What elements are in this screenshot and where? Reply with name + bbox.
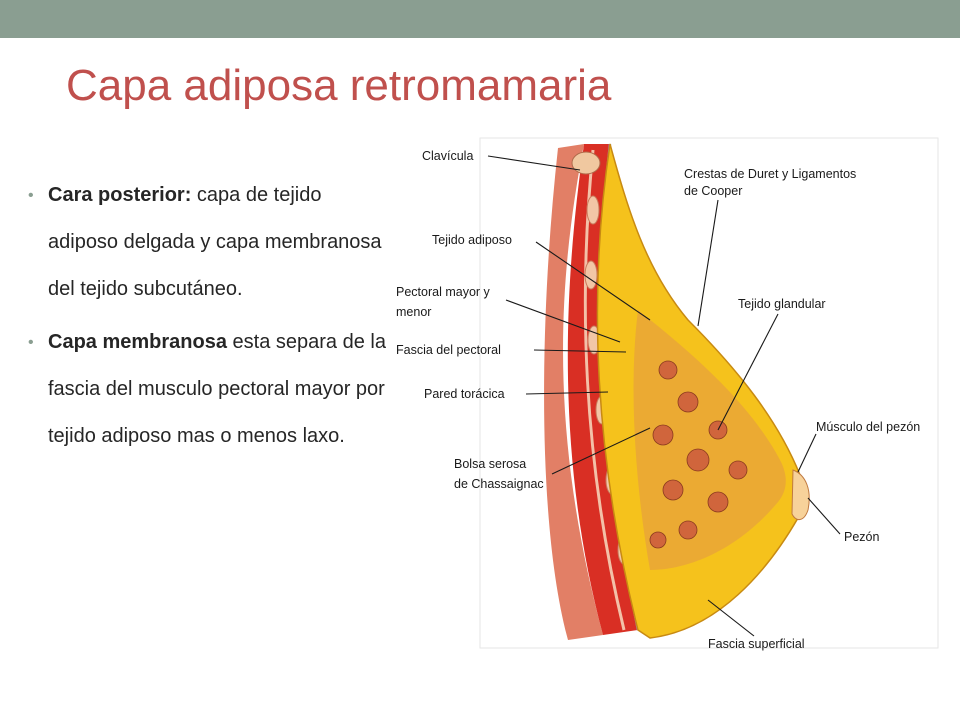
clavicle-shape	[571, 151, 601, 175]
lobule	[686, 448, 710, 472]
label-musculo-pezon: Músculo del pezón	[816, 420, 920, 434]
leader-fascia-pectoral	[533, 349, 627, 353]
label-bolsa-line1: Bolsa serosa	[454, 457, 526, 471]
lobule	[662, 479, 684, 501]
rib	[586, 195, 600, 225]
leader-pared-toracica	[525, 391, 609, 395]
leader-clavicula	[487, 155, 581, 171]
top-accent-band	[0, 0, 960, 38]
leader-crestas	[697, 199, 719, 327]
label-bolsa-line2: de Chassaignac	[454, 477, 544, 491]
label-crestas-line1: Crestas de Duret y Ligamentos	[684, 167, 856, 181]
slide-title: Capa adiposa retromamaria	[66, 61, 612, 110]
breast-anatomy-diagram: Clavícula Crestas de Duret y Ligamentos …	[396, 137, 939, 651]
bullet-dot-icon: •	[28, 334, 34, 351]
label-crestas-line2: de Cooper	[684, 184, 742, 198]
bullet-cara-posterior: • Cara posterior: capa de tejido adiposo…	[28, 172, 390, 313]
leader-tejido-adiposo	[535, 241, 651, 321]
label-pared-toracica: Pared torácica	[424, 387, 505, 401]
bullet-text: capa de tejido adiposo delgada y capa me…	[48, 184, 382, 300]
lobule	[707, 491, 729, 513]
lobule	[728, 460, 748, 480]
leader-fascia-superficial	[707, 599, 755, 637]
leader-pezon	[807, 497, 841, 535]
lobule	[652, 424, 674, 446]
rib	[584, 260, 598, 290]
leader-tejido-glandular	[717, 313, 779, 431]
label-clavicula: Clavícula	[422, 149, 473, 163]
bullet-lead: Cara posterior:	[48, 184, 192, 206]
leader-musculo-pezon	[797, 433, 817, 473]
bullet-list: • Cara posterior: capa de tejido adiposo…	[28, 172, 390, 466]
lobule	[677, 391, 699, 413]
leader-pectoral	[505, 299, 621, 343]
label-fascia-pectoral: Fascia del pectoral	[396, 343, 501, 357]
lobule	[649, 531, 667, 549]
nipple-shape	[791, 469, 810, 520]
label-pectoral-line2: menor	[396, 305, 431, 319]
lobule	[658, 360, 678, 380]
bullet-lead: Capa membranosa	[48, 331, 227, 353]
bullet-text: esta separa de la fascia del musculo pec…	[48, 331, 386, 447]
gland-lobules	[649, 360, 748, 549]
chest-wall-tissue	[544, 144, 603, 640]
label-pectoral-line1: Pectoral mayor y	[396, 285, 491, 299]
bullet-capa-membranosa: • Capa membranosa esta separa de la fasc…	[28, 319, 390, 460]
label-tejido-glandular: Tejido glandular	[738, 297, 826, 311]
label-fascia-superficial: Fascia superficial	[708, 637, 805, 651]
label-tejido-adiposo: Tejido adiposo	[432, 233, 512, 247]
breast-anatomy-figure: Clavícula Crestas de Duret y Ligamentos …	[388, 130, 954, 660]
leader-bolsa	[551, 427, 651, 475]
bullet-dot-icon: •	[28, 187, 34, 204]
label-pezon: Pezón	[844, 530, 879, 544]
lobule	[678, 520, 698, 540]
leader-lines	[487, 155, 841, 637]
